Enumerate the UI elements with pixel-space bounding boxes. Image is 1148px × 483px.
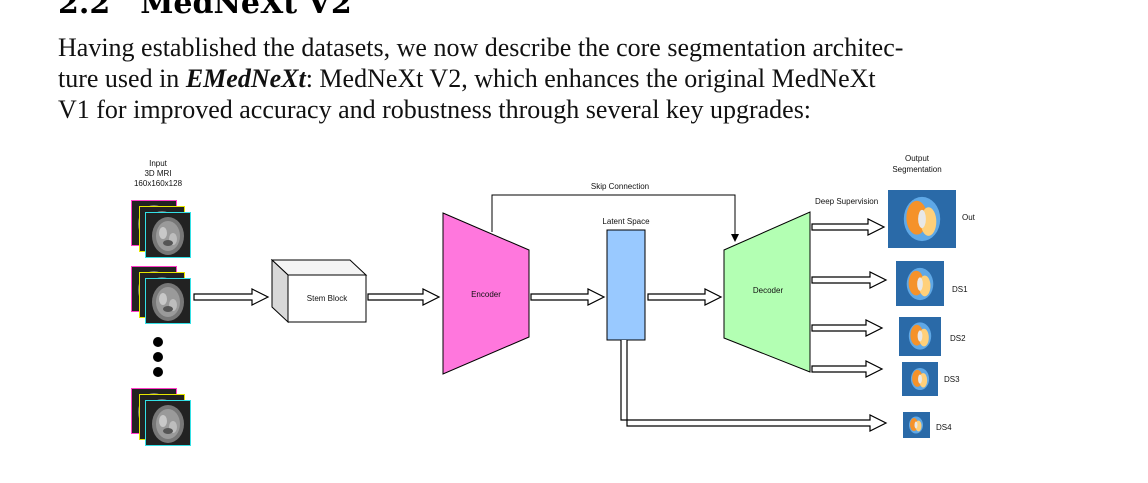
body-paragraph: Having established the datasets, we now … bbox=[58, 32, 1138, 125]
ellipsis-dots bbox=[153, 337, 163, 377]
paragraph-line-2: ture used in EMedNeXt: MedNeXt V2, which… bbox=[58, 63, 1138, 94]
latent-space-block bbox=[606, 229, 646, 341]
arrow-input-to-stem bbox=[193, 288, 270, 306]
input-modality: 3D MRI bbox=[144, 169, 171, 178]
segmentation-ds1: DS1 bbox=[896, 261, 968, 306]
arrow-encoder-to-latent bbox=[530, 288, 606, 306]
mri-stack-2 bbox=[131, 266, 191, 324]
segmentation-out: Out bbox=[888, 190, 976, 248]
paragraph-line-1: Having established the datasets, we now … bbox=[58, 33, 904, 62]
output-title-line-2: Segmentation bbox=[892, 165, 941, 174]
section-heading: 2.2 MedNeXt V2 bbox=[58, 0, 352, 21]
output-label-ds2: DS2 bbox=[950, 334, 966, 343]
encoder-label: Encoder bbox=[471, 290, 501, 299]
segmentation-ds3: DS3 bbox=[902, 362, 960, 396]
encoder-block bbox=[442, 212, 530, 375]
output-label-ds1: DS1 bbox=[952, 285, 968, 294]
stem-label: Stem Block bbox=[307, 294, 348, 303]
output-label-ds4: DS4 bbox=[936, 423, 952, 432]
deep-supervision-label: Deep Supervision bbox=[815, 197, 878, 206]
paragraph-line-2-prefix: ture used in bbox=[58, 64, 186, 93]
latent-label: Latent Space bbox=[602, 217, 650, 226]
section-title: MedNeXt V2 bbox=[140, 0, 352, 21]
arrow-latent-to-decoder bbox=[647, 288, 723, 306]
input-title: Input bbox=[149, 159, 168, 168]
skip-connection-arrowhead bbox=[731, 234, 739, 242]
decoder-block bbox=[723, 211, 811, 373]
input-size: 160x160x128 bbox=[134, 179, 183, 188]
model-name-emphasis: EMedNeXt bbox=[185, 64, 306, 93]
paragraph-line-2-suffix: : MedNeXt V2, which enhances the origina… bbox=[305, 64, 876, 93]
arrow-to-ds3 bbox=[811, 360, 884, 378]
skip-connection-line bbox=[491, 194, 736, 236]
output-label-ds3: DS3 bbox=[944, 375, 960, 384]
segmentation-ds2: DS2 bbox=[899, 317, 966, 356]
skip-connection-label: Skip Connection bbox=[591, 182, 649, 191]
segmentation-ds4: DS4 bbox=[903, 412, 952, 438]
arrow-latent-to-ds4 bbox=[620, 340, 888, 432]
arrow-to-ds2 bbox=[811, 319, 884, 337]
arrow-stem-to-encoder bbox=[367, 288, 441, 306]
section-number: 2.2 bbox=[58, 0, 111, 21]
mri-stack-3 bbox=[131, 388, 191, 446]
arrow-to-ds1 bbox=[811, 271, 888, 289]
arrow-to-out bbox=[811, 218, 886, 236]
stem-block: Stem Block bbox=[270, 258, 368, 324]
mri-stack-1 bbox=[131, 200, 191, 258]
output-label-out: Out bbox=[962, 213, 976, 222]
paragraph-line-3: V1 for improved accuracy and robustness … bbox=[58, 95, 812, 124]
decoder-label: Decoder bbox=[753, 286, 784, 295]
output-title-line-1: Output bbox=[905, 154, 930, 163]
